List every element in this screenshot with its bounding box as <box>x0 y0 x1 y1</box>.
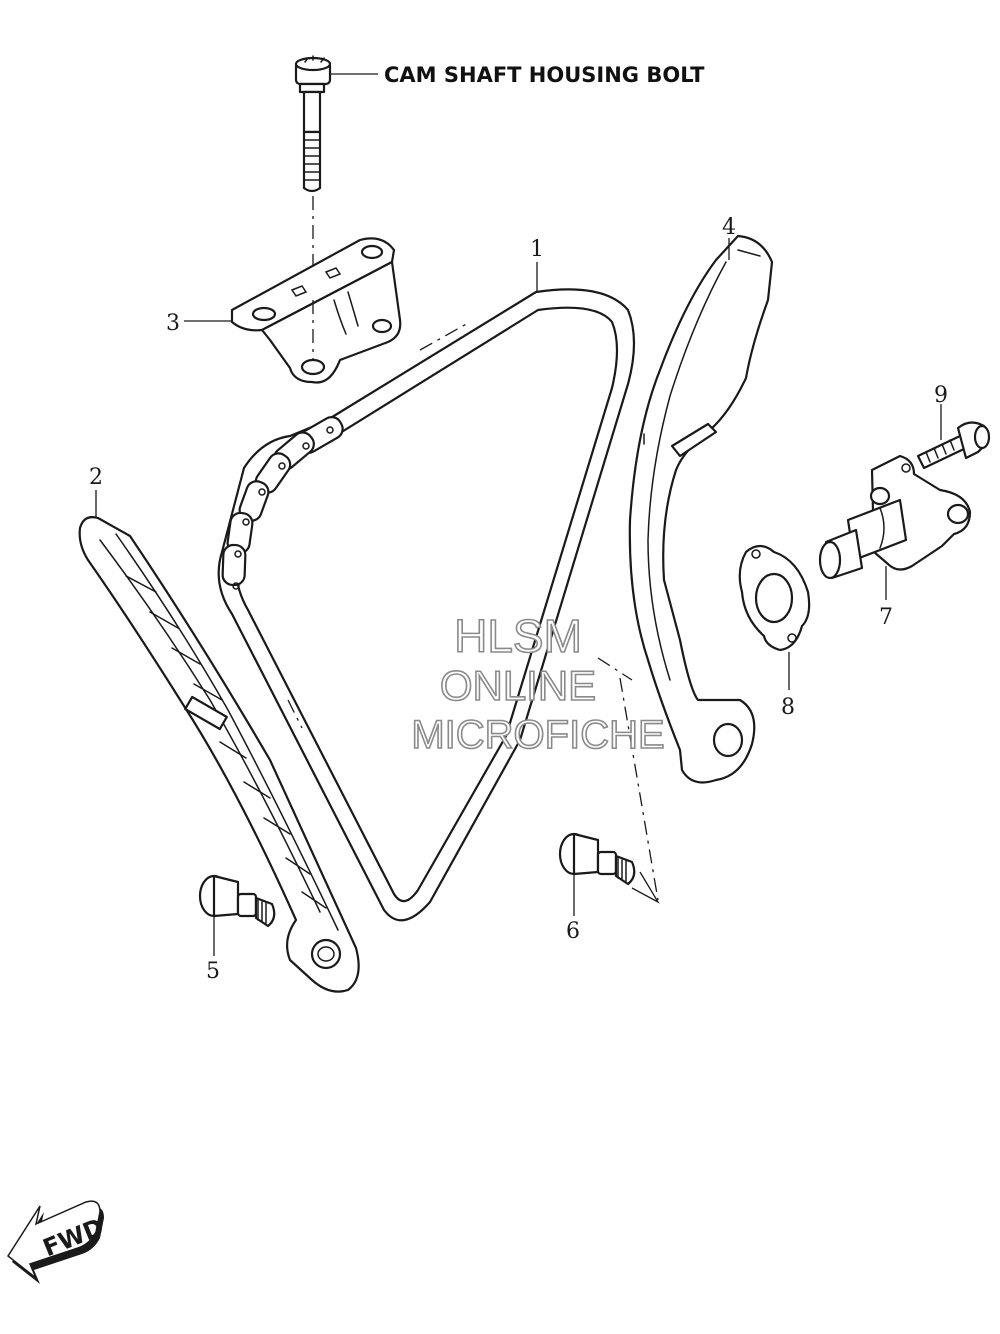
cam-shaft-housing-bolt-label: CAM SHAFT HOUSING BOLT <box>384 63 705 87</box>
watermark-line-1: HLSM <box>454 610 582 662</box>
watermark: HLSM ONLINE MICROFICHE <box>411 609 666 758</box>
callout-3: 3 <box>166 311 180 336</box>
callout-5: 5 <box>206 959 220 984</box>
callout-4: 4 <box>722 215 736 240</box>
cam-chain-tensioner[interactable] <box>628 234 774 784</box>
callout-9: 9 <box>934 383 948 408</box>
callout-6: 6 <box>566 919 580 944</box>
chain-links-detail <box>221 416 344 590</box>
cam-chain-guide[interactable] <box>78 516 360 993</box>
cam-shaft-housing-bolt[interactable] <box>294 55 332 193</box>
tensioner-adjuster-bolt[interactable] <box>916 421 991 470</box>
guide-bolt-left[interactable] <box>198 874 276 928</box>
cam-chain-tension-adjuster[interactable] <box>818 454 972 580</box>
watermark-line-3: MICROFICHE <box>411 713 664 757</box>
callout-7: 7 <box>879 605 893 630</box>
tension-adjuster-gasket[interactable] <box>738 544 811 652</box>
callout-1: 1 <box>530 237 544 262</box>
watermark-line-2: ONLINE <box>440 662 596 709</box>
callout-8: 8 <box>781 695 795 720</box>
guide-bolt-right[interactable] <box>558 832 636 886</box>
callout-2: 2 <box>89 465 103 490</box>
fwd-arrow-icon: FWD <box>7 1200 108 1284</box>
cam-chain[interactable] <box>217 288 636 922</box>
cam-shaft-housing[interactable] <box>230 237 402 384</box>
